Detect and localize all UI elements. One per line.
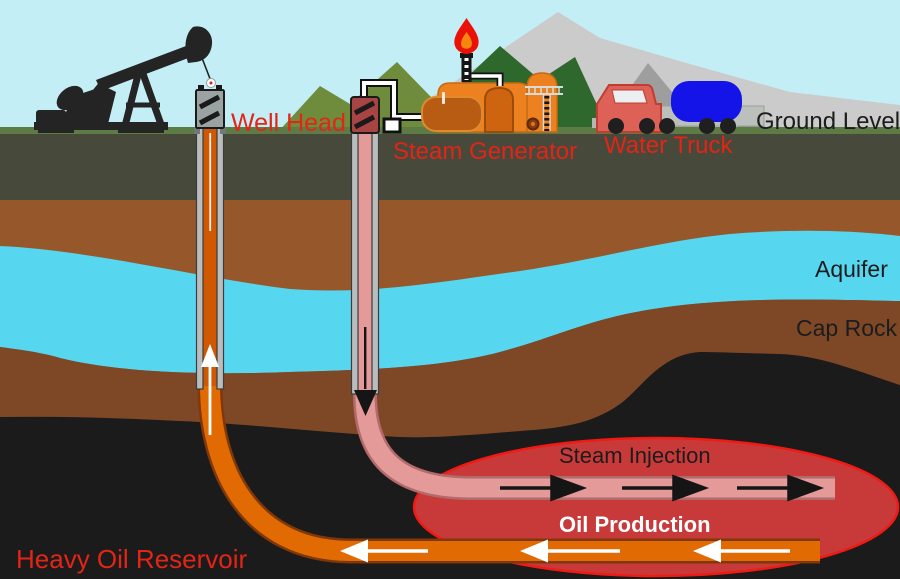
- aquifer-label: Aquifer: [815, 256, 888, 282]
- truck-wheels: [608, 118, 736, 134]
- cap-rock-label: Cap Rock: [796, 315, 897, 341]
- injection-tubing: [358, 133, 372, 391]
- injection-pipe: [355, 393, 835, 498]
- water-truck-vehicle: [592, 81, 765, 134]
- truck-window: [611, 89, 648, 104]
- flare-flame: [454, 18, 479, 54]
- truck-water-tank: [671, 81, 742, 122]
- ground-level-label: Ground Level: [756, 108, 900, 135]
- injection-well: [350, 132, 835, 500]
- steam-flow-line: [364, 327, 367, 389]
- pumpjack: [34, 26, 213, 133]
- subsurface-layers: [0, 127, 900, 579]
- oil-up-arrow: [201, 344, 219, 367]
- production-pipe: [200, 383, 820, 561]
- well-head-label: Well Head: [231, 109, 346, 137]
- heavy-oil-reservoir-label: Heavy Oil Reservoir: [16, 544, 248, 574]
- tower-ladder: [542, 95, 551, 131]
- pumpjack-cable: [201, 57, 212, 81]
- cap-rock-layer: [0, 299, 900, 438]
- flare-stack: [461, 56, 472, 82]
- flare-pipe: [468, 72, 504, 86]
- generator-door: [484, 86, 514, 133]
- steam-injection-label: Steam Injection: [559, 443, 711, 468]
- steam-injection-arrows: [500, 474, 825, 502]
- production-casing-left: [195, 127, 204, 390]
- topsoil-layer: [0, 134, 900, 201]
- valve-box: [382, 117, 402, 134]
- production-well: [195, 127, 820, 564]
- production-wellhead: [194, 78, 226, 134]
- oil-production-arrows: [340, 539, 790, 563]
- injection-wellhead: [350, 96, 380, 134]
- injection-casing-right: [371, 132, 380, 395]
- production-casing-right: [216, 127, 225, 390]
- steam-feed-pipe: [360, 79, 424, 134]
- steam-generator-label: Steam Generator: [393, 138, 578, 165]
- production-tubing: [203, 128, 217, 386]
- steam-generator-unit: [421, 18, 563, 133]
- oil-flow-line: [208, 365, 212, 435]
- water-truck-label: Water Truck: [604, 132, 733, 159]
- steam-down-arrow: [354, 390, 377, 416]
- oil-production-label: Oil Production: [559, 512, 711, 537]
- aquifer-layer: [0, 230, 900, 374]
- generator-tank: [421, 96, 483, 132]
- tower-walkway: [525, 86, 563, 95]
- injection-casing-left: [350, 132, 359, 395]
- sucker-rod-line: [209, 133, 212, 231]
